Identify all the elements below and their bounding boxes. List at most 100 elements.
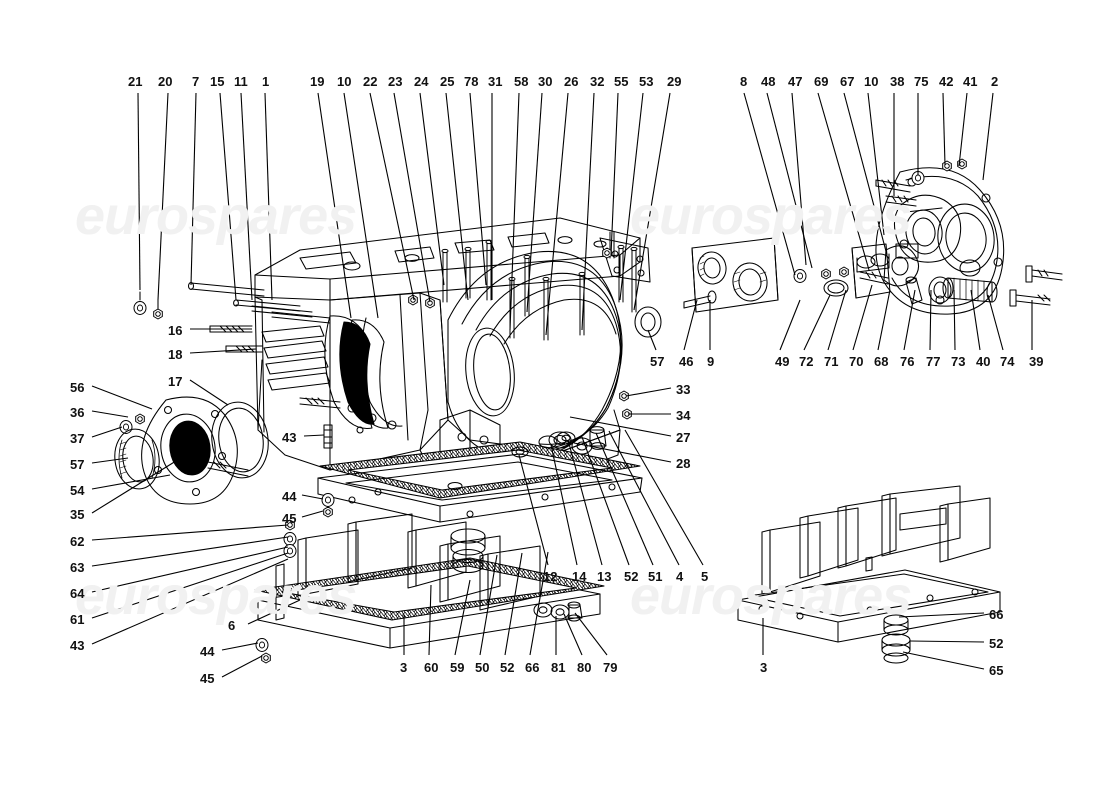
callout-number-50: 50 — [475, 660, 490, 675]
callout-number-3: 3 — [400, 660, 408, 675]
leader-line-8 — [743, 92, 796, 276]
callout-number-19: 19 — [310, 74, 325, 89]
leader-line-72 — [803, 294, 831, 351]
leader-line-48 — [766, 92, 813, 269]
callout-number-56: 56 — [70, 380, 85, 395]
leader-line-15 — [219, 92, 237, 301]
leader-line-45 — [301, 510, 324, 518]
callout-number-41: 41 — [963, 74, 978, 89]
leader-line-57 — [647, 329, 657, 351]
callout-number-27: 27 — [676, 430, 691, 445]
leader-line-43 — [303, 434, 325, 437]
callout-number-75: 75 — [914, 74, 929, 89]
callout-number-79: 79 — [603, 660, 618, 675]
leader-line-55 — [610, 92, 619, 256]
leader-line-49 — [779, 299, 801, 351]
callout-number-38: 38 — [890, 74, 905, 89]
leader-line-62 — [91, 524, 289, 541]
callout-number-49: 49 — [775, 354, 790, 369]
callout-number-62: 62 — [70, 534, 85, 549]
callout-number-5: 5 — [701, 569, 709, 584]
callout-number-70: 70 — [849, 354, 864, 369]
callout-number-12: 12 — [543, 569, 558, 584]
leader-line-50 — [479, 554, 498, 656]
callout-number-52: 52 — [989, 636, 1004, 651]
leader-line-14 — [550, 444, 578, 566]
leader-line-60 — [428, 584, 432, 656]
leader-line-80 — [563, 613, 583, 656]
leader-line-25 — [445, 92, 469, 301]
leader-line-52 — [581, 436, 630, 566]
leader-line-26 — [545, 92, 569, 336]
leader-line-79 — [574, 612, 608, 656]
leader-line-73 — [953, 289, 956, 351]
callout-number-45: 45 — [200, 671, 215, 686]
callout-number-54: 54 — [70, 483, 85, 498]
callout-number-8: 8 — [740, 74, 748, 89]
callout-number-25: 25 — [440, 74, 455, 89]
callout-number-35: 35 — [70, 507, 85, 522]
callout-number-26: 26 — [564, 74, 579, 89]
leader-line-10 — [867, 92, 885, 236]
callout-number-51: 51 — [648, 569, 663, 584]
callout-number-52: 52 — [500, 660, 515, 675]
callout-number-64: 64 — [70, 586, 85, 601]
leader-line-66 — [529, 551, 549, 656]
callout-number-31: 31 — [488, 74, 503, 89]
leader-line-24 — [419, 92, 445, 286]
leader-line-17 — [189, 379, 229, 406]
callout-number-39: 39 — [1029, 354, 1044, 369]
leader-line-51 — [595, 432, 654, 566]
leader-line-12 — [518, 454, 549, 566]
leader-line-5 — [624, 429, 704, 566]
callout-number-68: 68 — [874, 354, 889, 369]
callout-number-13: 13 — [597, 569, 612, 584]
callout-number-10: 10 — [337, 74, 352, 89]
callout-number-55: 55 — [614, 74, 629, 89]
leader-line-2 — [982, 92, 994, 181]
callout-number-67: 67 — [840, 74, 855, 89]
leader-line-52 — [909, 640, 985, 643]
callout-number-63: 63 — [70, 560, 85, 575]
leader-line-76 — [903, 289, 916, 351]
callout-number-48: 48 — [761, 74, 776, 89]
callout-number-22: 22 — [363, 74, 378, 89]
callout-number-57: 57 — [70, 457, 85, 472]
callout-number-3: 3 — [760, 660, 768, 675]
callout-number-43: 43 — [282, 430, 297, 445]
callout-number-45: 45 — [282, 511, 297, 526]
leader-line-28 — [573, 442, 672, 463]
callout-number-18: 18 — [168, 347, 183, 362]
callout-number-28: 28 — [676, 456, 691, 471]
leader-line-32 — [581, 92, 595, 331]
leader-line-20 — [157, 92, 169, 301]
leader-line-30 — [526, 92, 543, 313]
leader-line-69 — [817, 92, 870, 271]
leader-line-61 — [91, 552, 289, 619]
callout-number-15: 15 — [210, 74, 225, 89]
callout-number-72: 72 — [799, 354, 814, 369]
leader-line-13 — [567, 439, 603, 566]
callout-number-52: 52 — [624, 569, 639, 584]
leader-line-19 — [317, 92, 352, 319]
callout-number-73: 73 — [951, 354, 966, 369]
callout-number-1: 1 — [262, 74, 270, 89]
leader-line-18 — [189, 348, 257, 354]
callout-number-2: 2 — [991, 74, 999, 89]
leader-line-29 — [633, 92, 671, 311]
leader-line-33 — [625, 387, 672, 397]
callout-number-44: 44 — [200, 644, 215, 659]
leader-line-42 — [942, 92, 946, 166]
callout-number-4: 4 — [676, 569, 684, 584]
callout-number-16: 16 — [168, 323, 183, 338]
leader-line-78 — [469, 92, 487, 286]
callout-number-74: 74 — [1000, 354, 1015, 369]
leader-line-4 — [608, 430, 680, 566]
leader-line-10 — [343, 92, 379, 319]
callout-number-20: 20 — [158, 74, 173, 89]
leader-line-7 — [190, 92, 197, 286]
leader-line-40 — [970, 289, 981, 351]
leader-line-58 — [509, 92, 520, 331]
